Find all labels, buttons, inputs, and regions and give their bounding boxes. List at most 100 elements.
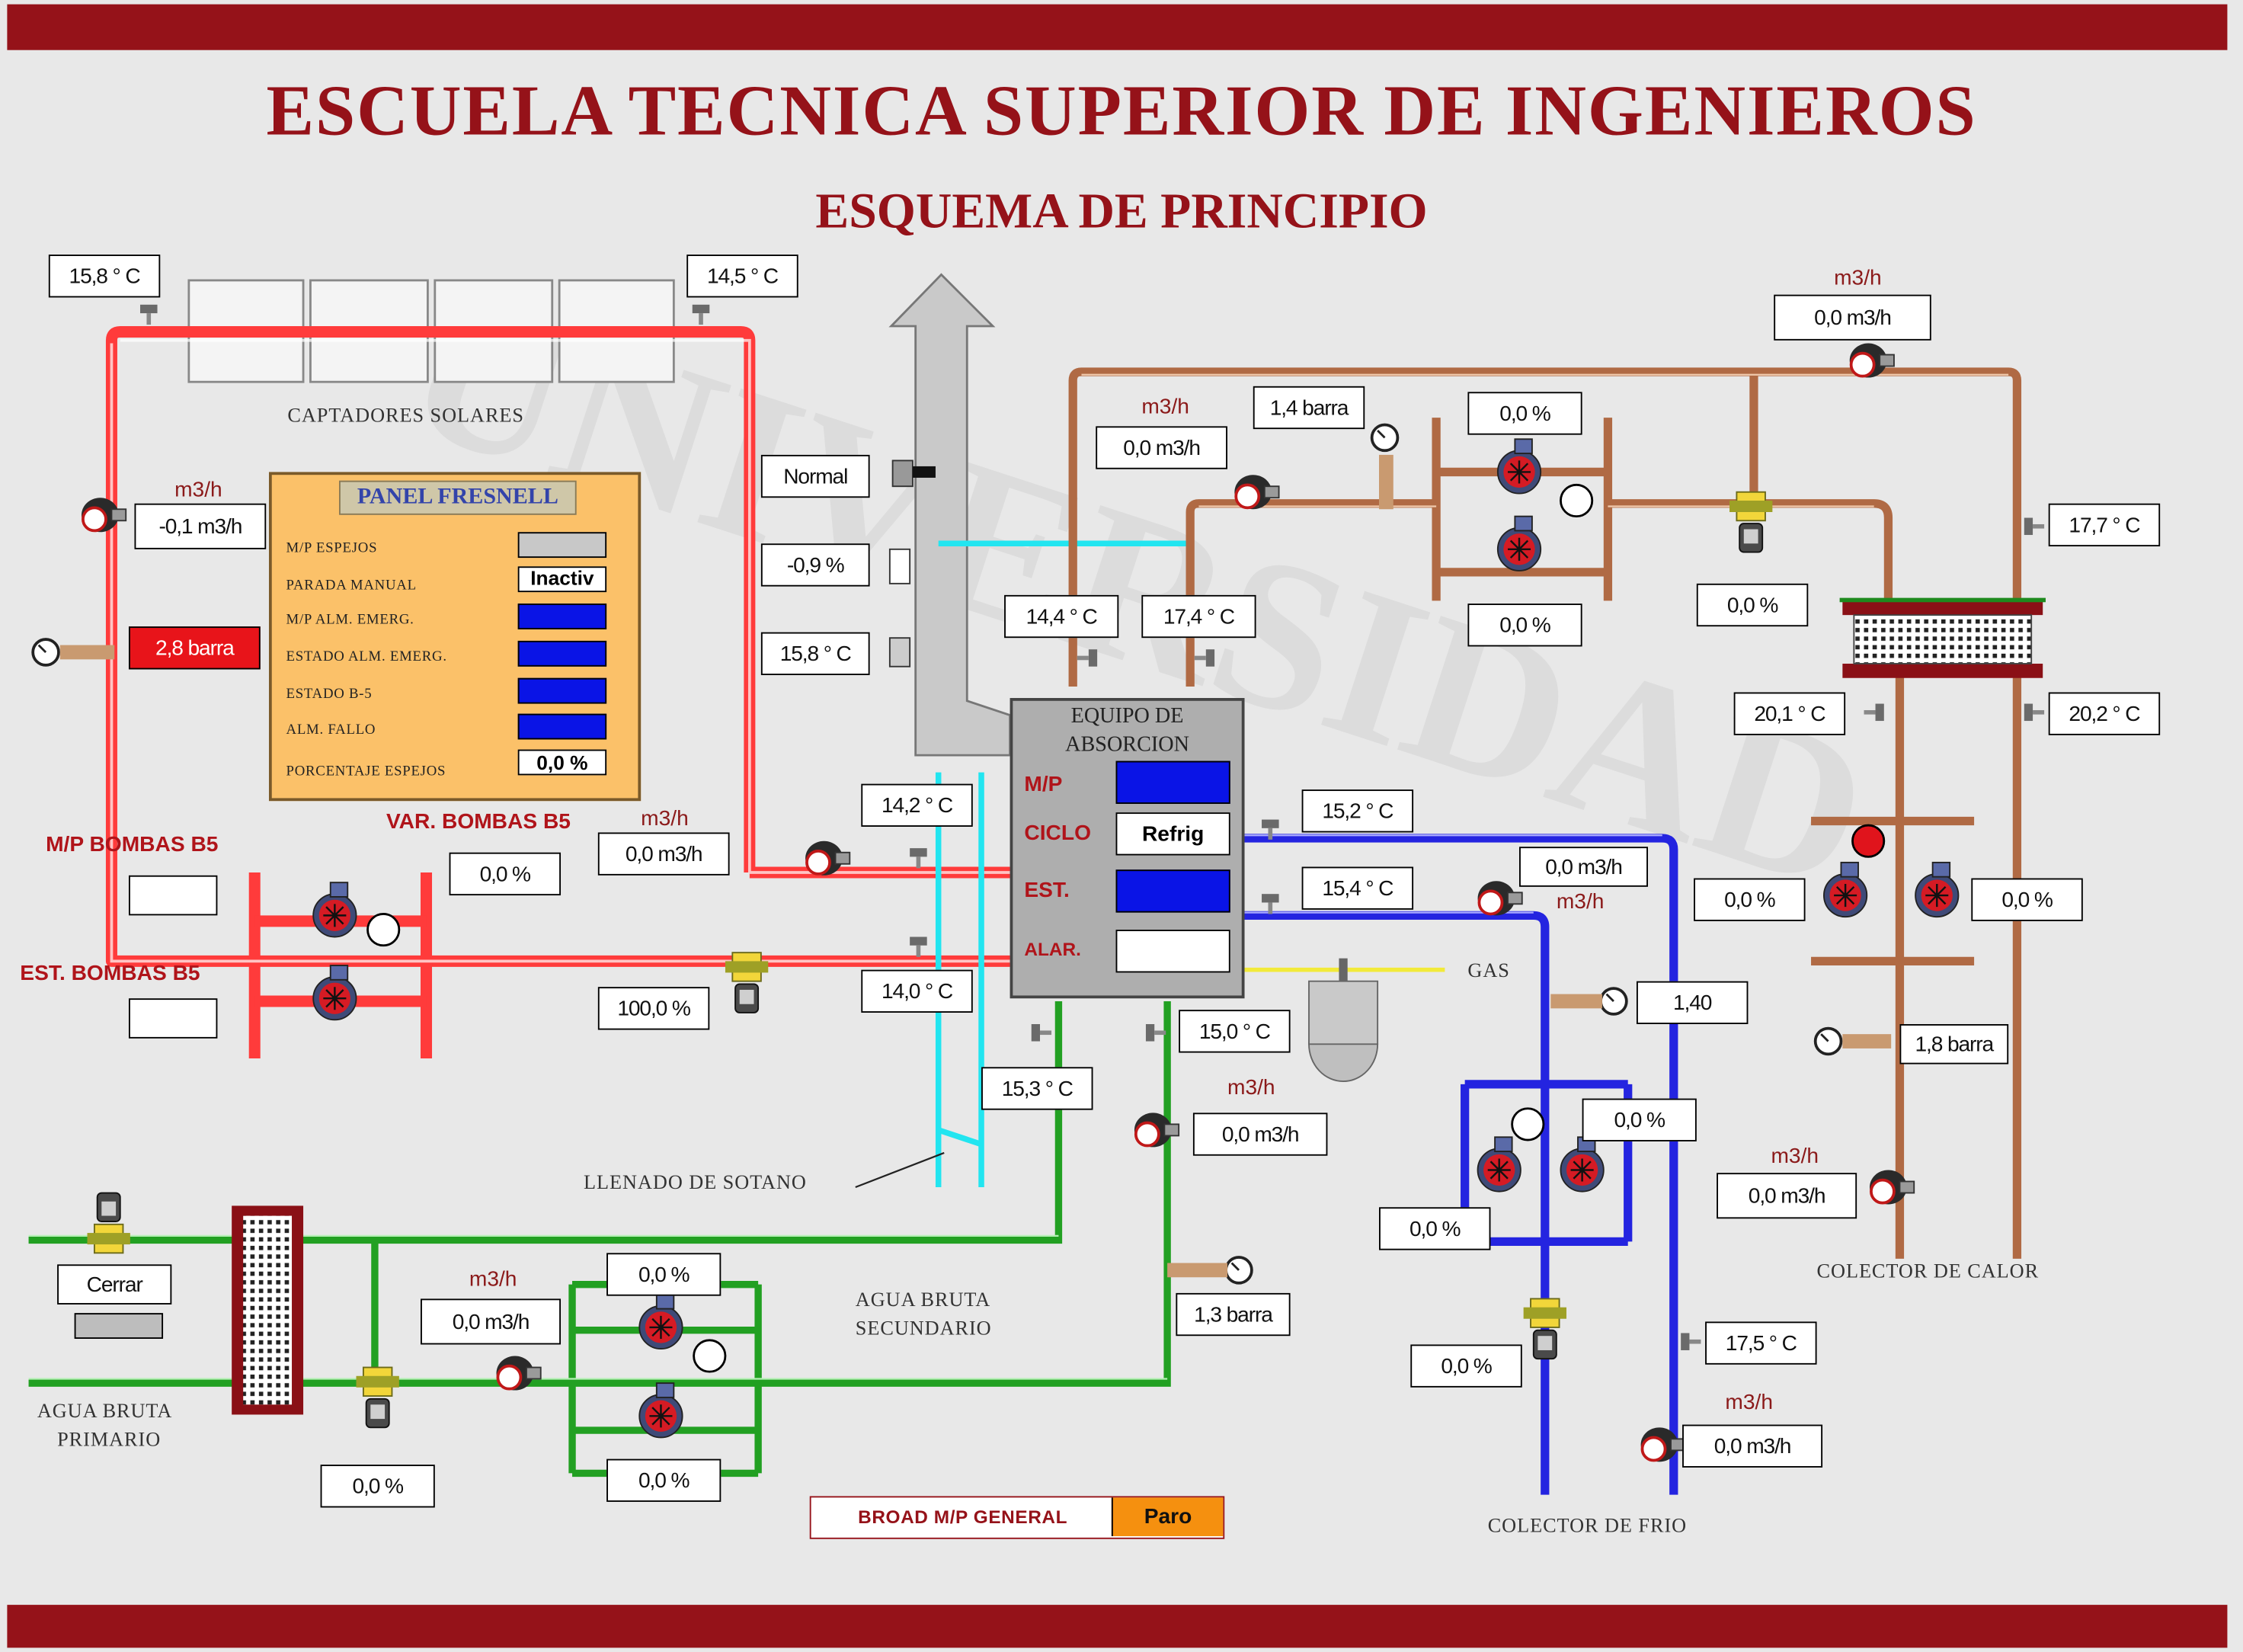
- panel-row-label: ALM. FALLO: [286, 722, 376, 738]
- indicator-estado-b5: [517, 677, 607, 704]
- label-captadores: CAPTADORES SOLARES: [287, 406, 524, 428]
- panel-row-label: ESTADO B-5: [286, 687, 373, 703]
- label-gas: GAS: [1467, 961, 1510, 983]
- pressure-brown-right: 1,8 barra: [1899, 1024, 2009, 1065]
- broad-status[interactable]: Paro: [1111, 1497, 1224, 1537]
- mp-bombas-indicator: [128, 875, 218, 916]
- unit-label: m3/h: [1556, 889, 1605, 914]
- flow-solar: -0,1 m3/h: [134, 503, 267, 549]
- temp-blue-1: 15,2 ° C: [1301, 789, 1414, 833]
- unit-label: m3/h: [1834, 266, 1882, 291]
- valve-red-percent: 100,0 %: [597, 987, 710, 1030]
- pump-primary-bottom-percent: 0,0 %: [606, 1458, 722, 1502]
- label-agua-pri-1: AGUA BRUTA: [37, 1401, 173, 1423]
- valve-primary-percent: 0,0 %: [320, 1465, 435, 1508]
- temp-hx-left: 20,1 ° C: [1733, 692, 1846, 735]
- absorption-alar-indicator: [1115, 930, 1230, 973]
- absorption-ciclo-label: CICLO: [1024, 821, 1091, 846]
- panel-fresnell: PANEL FRESNELL M/P ESPEJOS PARADA MANUAL…: [268, 472, 642, 802]
- panel-row-label: ESTADO ALM. EMERG.: [286, 649, 447, 665]
- pump-cold-b-percent: 0,0 %: [1379, 1207, 1491, 1250]
- flow-blue: 0,0 m3/h: [1519, 847, 1648, 887]
- broad-general-control[interactable]: BROAD M/P GENERAL Paro: [809, 1496, 1225, 1539]
- pump-right-a-percent: 0,0 %: [1694, 878, 1806, 921]
- flow-primary: 0,0 m3/h: [421, 1298, 562, 1345]
- absorption-title-1: EQUIPO DE: [1070, 705, 1184, 728]
- flow-brown-top: 0,0 m3/h: [1096, 426, 1227, 469]
- pump-top-b-percent: 0,0 %: [1467, 603, 1582, 647]
- absorption-mp-label: M/P: [1024, 772, 1063, 797]
- flow-red: 0,0 m3/h: [597, 832, 730, 876]
- label-agua-pri-2: PRIMARIO: [57, 1430, 162, 1452]
- indicator-parada-manual: Inactiv: [517, 566, 607, 593]
- panel-title: PANEL FRESNELL: [338, 480, 577, 515]
- temp-green-2: 15,0 ° C: [1179, 1010, 1291, 1053]
- page-subtitle: ESQUEMA DE PRINCIPIO: [815, 183, 1428, 239]
- label-agua-sec-1: AGUA BRUTA: [855, 1290, 991, 1312]
- absorption-ciclo-value: Refrig: [1115, 812, 1230, 856]
- pressure-gas: 1,40: [1636, 981, 1749, 1025]
- cerrar-button[interactable]: Cerrar: [57, 1264, 172, 1305]
- unit-label: m3/h: [1227, 1075, 1275, 1100]
- unit-label: m3/h: [174, 477, 222, 502]
- absorption-unit: EQUIPO DE ABSORCION M/P CICLO Refrig EST…: [1010, 698, 1245, 999]
- temp-blue-2: 15,4 ° C: [1301, 866, 1414, 910]
- indicator-porcentaje-espejos: 0,0 %: [517, 749, 607, 776]
- unit-label: m3/h: [469, 1267, 517, 1292]
- panel-row-label: M/P ESPEJOS: [286, 540, 378, 557]
- bottom-banner: [7, 1605, 2228, 1648]
- temp-green-1: 15,3 ° C: [981, 1067, 1093, 1110]
- valve-cold-percent: 0,0 %: [1410, 1344, 1522, 1388]
- chimney-status: Normal: [760, 454, 870, 498]
- flow-cold: 0,0 m3/h: [1682, 1424, 1823, 1468]
- panel-row-label: PARADA MANUAL: [286, 578, 417, 594]
- absorption-est-label: EST.: [1024, 878, 1070, 903]
- temp-solar-left: 15,8 ° C: [48, 255, 161, 298]
- unit-label: m3/h: [1141, 395, 1189, 419]
- indicator-estado-alm-emerg: [517, 640, 607, 667]
- valve-right-percent: 0,0 %: [1696, 583, 1809, 627]
- pump-right-b-percent: 0,0 %: [1971, 878, 2083, 921]
- pump-top-a-percent: 0,0 %: [1467, 392, 1582, 435]
- indicator-mp-espejos: [517, 532, 607, 559]
- label-mp-bombas: M/P BOMBAS B5: [46, 832, 219, 857]
- temp-absorption-in-2: 17,4 ° C: [1141, 594, 1256, 639]
- absorption-alar-label: ALAR.: [1024, 938, 1081, 960]
- temp-hx-right: 20,2 ° C: [2048, 692, 2161, 735]
- top-banner: [7, 4, 2228, 50]
- label-llenado: LLENADO DE SOTANO: [584, 1173, 807, 1195]
- indicator-alm-fallo: [517, 713, 607, 740]
- page-title: ESCUELA TECNICA SUPERIOR DE INGENIEROS: [266, 69, 1977, 151]
- absorption-est-indicator: [1115, 869, 1230, 913]
- unit-label: m3/h: [1725, 1390, 1774, 1415]
- pressure-brown: 1,4 barra: [1253, 386, 1365, 430]
- cerrar-status-indicator: [74, 1313, 164, 1339]
- panel-row-label: M/P ALM. EMERG.: [286, 612, 414, 629]
- est-bombas-indicator: [128, 998, 218, 1039]
- flow-green: 0,0 m3/h: [1192, 1113, 1328, 1156]
- chimney-percent: -0,9 %: [760, 543, 870, 587]
- unit-label: m3/h: [1771, 1144, 1819, 1169]
- label-agua-sec-2: SECUNDARIO: [855, 1318, 992, 1340]
- absorption-mp-indicator: [1115, 760, 1230, 804]
- temp-right-top: 17,7 ° C: [2048, 503, 2161, 547]
- pump-cold-a-percent: 0,0 %: [1582, 1098, 1697, 1141]
- pump-primary-top-percent: 0,0 %: [606, 1253, 722, 1296]
- flow-brown-bottom: 0,0 m3/h: [1717, 1173, 1857, 1219]
- label-var-bombas: VAR. BOMBAS B5: [386, 809, 571, 834]
- label-est-bombas: EST. BOMBAS B5: [20, 961, 200, 986]
- indicator-mp-alm-emerg: [517, 603, 607, 629]
- chimney-temperature: 15,8 ° C: [760, 632, 870, 675]
- temp-absorption-in-1: 14,4 ° C: [1004, 594, 1119, 639]
- pump-b5-percent: 0,0 %: [449, 852, 562, 896]
- pressure-green: 1,3 barra: [1176, 1292, 1291, 1337]
- flow-top-right: 0,0 m3/h: [1774, 294, 1931, 341]
- label-colector-frio: COLECTOR DE FRIO: [1487, 1516, 1688, 1538]
- absorption-title-2: ABSORCION: [1065, 733, 1189, 757]
- broad-label: BROAD M/P GENERAL: [858, 1506, 1068, 1528]
- temp-red-in: 14,2 ° C: [861, 783, 973, 827]
- temp-solar-right: 14,5 ° C: [686, 255, 798, 298]
- unit-label: m3/h: [641, 806, 689, 831]
- temp-red-out: 14,0 ° C: [861, 969, 973, 1013]
